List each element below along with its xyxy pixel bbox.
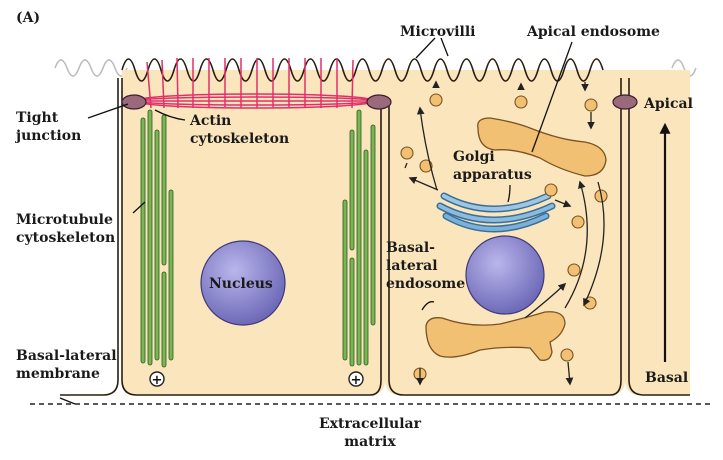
- label-apical-endosome: Apical endosome: [527, 24, 660, 40]
- golgi-apparatus: [436, 192, 556, 233]
- nucleus-left: [200, 240, 286, 326]
- microvilli-edge-left: [54, 59, 128, 77]
- label-microvilli: Microvilli: [400, 24, 476, 40]
- label-microtubule-line2: cytoskeleton: [16, 230, 116, 246]
- label-basal-lateral-endosome-line3: endosome: [386, 276, 466, 292]
- label-basal-lateral-endosome-line1: Basal-: [386, 240, 435, 256]
- cell-far-right: [625, 70, 690, 395]
- microtubules-left: [140, 109, 174, 368]
- membrane-left-cell: [121, 78, 382, 396]
- plus-end-left: [149, 371, 165, 387]
- label-actin-line1: Actin: [190, 113, 232, 129]
- label-actin-line2: cytoskeleton: [190, 131, 290, 147]
- microvilli-membrane: [121, 58, 604, 82]
- tight-junction-right: [612, 94, 638, 110]
- tight-junction-left: [121, 94, 147, 110]
- plus-end-middle: [348, 371, 364, 387]
- apical-endosome: [477, 117, 607, 177]
- label-tight-junction-line2: junction: [16, 128, 82, 144]
- label-microtubule-line1: Microtubule: [16, 212, 113, 228]
- transport-arrows: [404, 80, 605, 386]
- vesicles: [400, 93, 608, 381]
- plus-sign-left: +: [152, 373, 163, 388]
- label-extracellular-line1: Extracellular: [319, 416, 421, 432]
- microvilli-edge-right: [671, 59, 697, 77]
- label-extracellular-line2: matrix: [344, 434, 396, 450]
- tight-junction-middle: [366, 94, 392, 110]
- membrane-right-cell: [388, 78, 622, 396]
- label-golgi-line2: apparatus: [453, 167, 532, 183]
- leader-lines: [59, 37, 573, 405]
- basal-lateral-endosome: [425, 311, 566, 361]
- cell-left: [122, 70, 385, 395]
- label-basal: Basal: [645, 370, 689, 386]
- label-basal-lateral-endosome-line2: lateral: [386, 258, 438, 274]
- label-basal-lateral-membrane-line1: Basal-lateral: [16, 348, 117, 364]
- nucleus-right: [465, 235, 545, 315]
- plus-sign-middle: +: [351, 373, 362, 388]
- label-tight-junction-line1: Tight: [16, 110, 59, 126]
- panel-label: (A): [16, 10, 41, 26]
- microtubules-middle: [342, 109, 376, 367]
- membrane-far-left: [60, 78, 119, 396]
- label-golgi-line1: Golgi: [453, 149, 495, 165]
- label-apical: Apical: [644, 96, 693, 112]
- label-nucleus: Nucleus: [209, 276, 273, 292]
- membrane-far-right: [628, 78, 690, 396]
- label-basal-lateral-membrane-line2: membrane: [16, 366, 100, 382]
